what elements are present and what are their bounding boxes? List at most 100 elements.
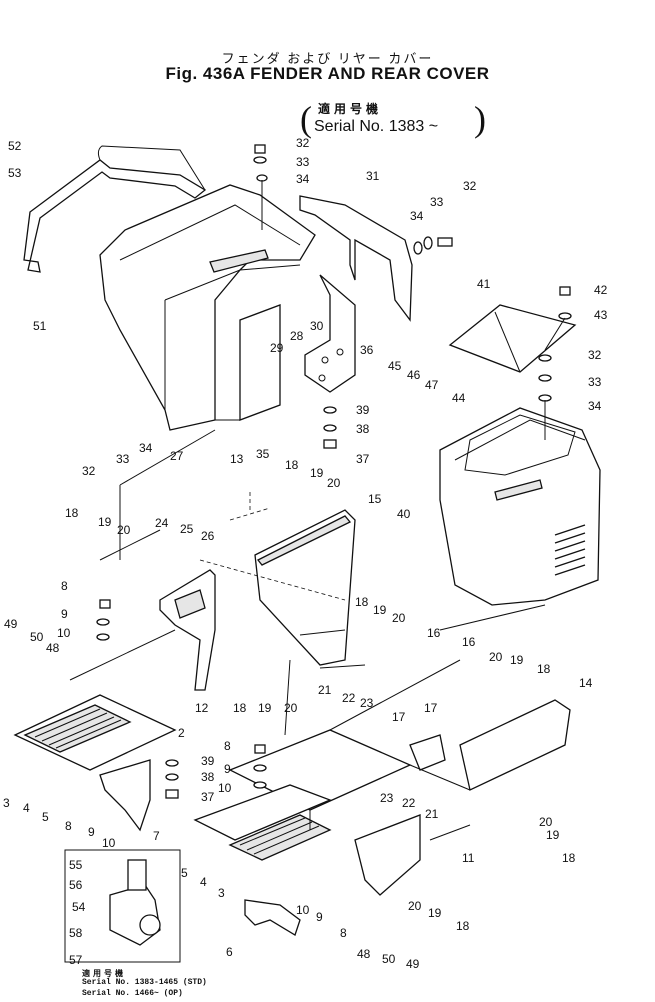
bracket-7-part <box>99 759 151 832</box>
callout-33: 33 <box>588 375 602 389</box>
callout-23: 23 <box>380 791 394 805</box>
callout-16: 16 <box>462 635 476 649</box>
callout-46: 46 <box>407 368 421 382</box>
applicability-japanese: 適用号機 <box>318 102 383 116</box>
callout-9: 9 <box>316 910 323 924</box>
callout-38: 38 <box>201 770 215 784</box>
callout-33: 33 <box>430 195 444 209</box>
callout-15: 15 <box>368 492 382 506</box>
callout-34: 34 <box>588 399 602 413</box>
callout-26: 26 <box>201 529 215 543</box>
bracket-12-part <box>159 569 216 691</box>
callout-52: 52 <box>8 139 22 153</box>
callout-56: 56 <box>69 878 83 892</box>
callout-34: 34 <box>139 441 153 455</box>
callout-49: 49 <box>4 617 18 631</box>
callout-34: 34 <box>296 172 310 186</box>
right-panel-14-part <box>459 699 571 791</box>
callout-5: 5 <box>181 866 188 880</box>
callout-18: 18 <box>562 851 576 865</box>
callout-11: 11 <box>462 851 475 865</box>
callout-8: 8 <box>65 819 72 833</box>
cover-plate-41-part <box>448 304 577 373</box>
callout-19: 19 <box>258 701 272 715</box>
panel-15-part <box>254 509 356 666</box>
callout-20: 20 <box>284 701 298 715</box>
callout-18: 18 <box>456 919 470 933</box>
callout-19: 19 <box>546 828 560 842</box>
callout-50: 50 <box>30 630 44 644</box>
callout-10: 10 <box>296 903 310 917</box>
callout-41: 41 <box>477 277 491 291</box>
callout-33: 33 <box>296 155 310 169</box>
callout-9: 9 <box>61 607 68 621</box>
callout-18: 18 <box>65 506 79 520</box>
callout-21: 21 <box>425 807 439 821</box>
callout-58: 58 <box>69 926 83 940</box>
callout-21: 21 <box>318 683 332 697</box>
callout-18: 18 <box>355 595 369 609</box>
left-step-plate-part <box>13 694 177 771</box>
callout-57: 57 <box>69 953 83 967</box>
callout-19: 19 <box>98 515 112 529</box>
callout-43: 43 <box>594 308 608 322</box>
callout-33: 33 <box>116 452 130 466</box>
callout-22: 22 <box>402 796 416 810</box>
callout-44: 44 <box>452 391 466 405</box>
callout-20: 20 <box>327 476 341 490</box>
callout-18: 18 <box>537 662 551 676</box>
callout-28: 28 <box>290 329 304 343</box>
close-paren: ) <box>474 99 486 139</box>
callout-47: 47 <box>425 378 439 392</box>
callout-25: 25 <box>180 522 194 536</box>
callout-39: 39 <box>356 403 370 417</box>
inset-note-header: 適用号機 <box>82 970 126 979</box>
callout-51: 51 <box>33 319 47 333</box>
inset-detail-box <box>64 849 181 963</box>
callout-20: 20 <box>539 815 553 829</box>
handrail-part <box>23 145 207 273</box>
left-fender-part <box>99 184 316 431</box>
callout-7: 7 <box>153 829 160 843</box>
bracket-36-part <box>304 274 356 393</box>
callout-20: 20 <box>117 523 131 537</box>
callout-9: 9 <box>88 825 95 839</box>
callout-19: 19 <box>510 653 524 667</box>
callout-2: 2 <box>178 726 185 740</box>
bracket-31-part <box>299 195 413 322</box>
callout-32: 32 <box>82 464 96 478</box>
hardware-fasteners <box>96 144 572 799</box>
callout-3: 3 <box>218 886 225 900</box>
callout-36: 36 <box>360 343 374 357</box>
callout-4: 4 <box>23 801 30 815</box>
callout-20: 20 <box>392 611 406 625</box>
callout-12: 12 <box>195 701 209 715</box>
callout-42: 42 <box>594 283 608 297</box>
callout-18: 18 <box>233 701 247 715</box>
callout-32: 32 <box>463 179 477 193</box>
callout-8: 8 <box>340 926 347 940</box>
callout-10: 10 <box>218 781 232 795</box>
figure-title: Fig. 436A FENDER AND REAR COVER <box>165 64 490 83</box>
assembly-leader-lines <box>69 180 566 841</box>
figure-title-japanese: フェンダ および リヤー カバー <box>221 51 434 66</box>
callout-19: 19 <box>310 466 324 480</box>
bracket-17-part <box>409 734 446 771</box>
rear-cover-40-part <box>439 407 601 606</box>
callout-50: 50 <box>382 952 396 966</box>
callout-17: 17 <box>424 701 438 715</box>
callout-40: 40 <box>397 507 411 521</box>
callout-labels: 52 53 51 32 33 34 31 33 34 32 28 29 30 3… <box>3 136 608 971</box>
callout-6: 6 <box>226 945 233 959</box>
callout-20: 20 <box>408 899 422 913</box>
bracket-11-part <box>354 814 421 896</box>
callout-5: 5 <box>42 810 49 824</box>
callout-22: 22 <box>342 691 356 705</box>
callout-30: 30 <box>310 319 324 333</box>
vent-grille <box>554 524 586 576</box>
callout-10: 10 <box>57 626 71 640</box>
callout-27: 27 <box>170 449 184 463</box>
callout-3: 3 <box>3 796 10 810</box>
callout-18: 18 <box>285 458 299 472</box>
